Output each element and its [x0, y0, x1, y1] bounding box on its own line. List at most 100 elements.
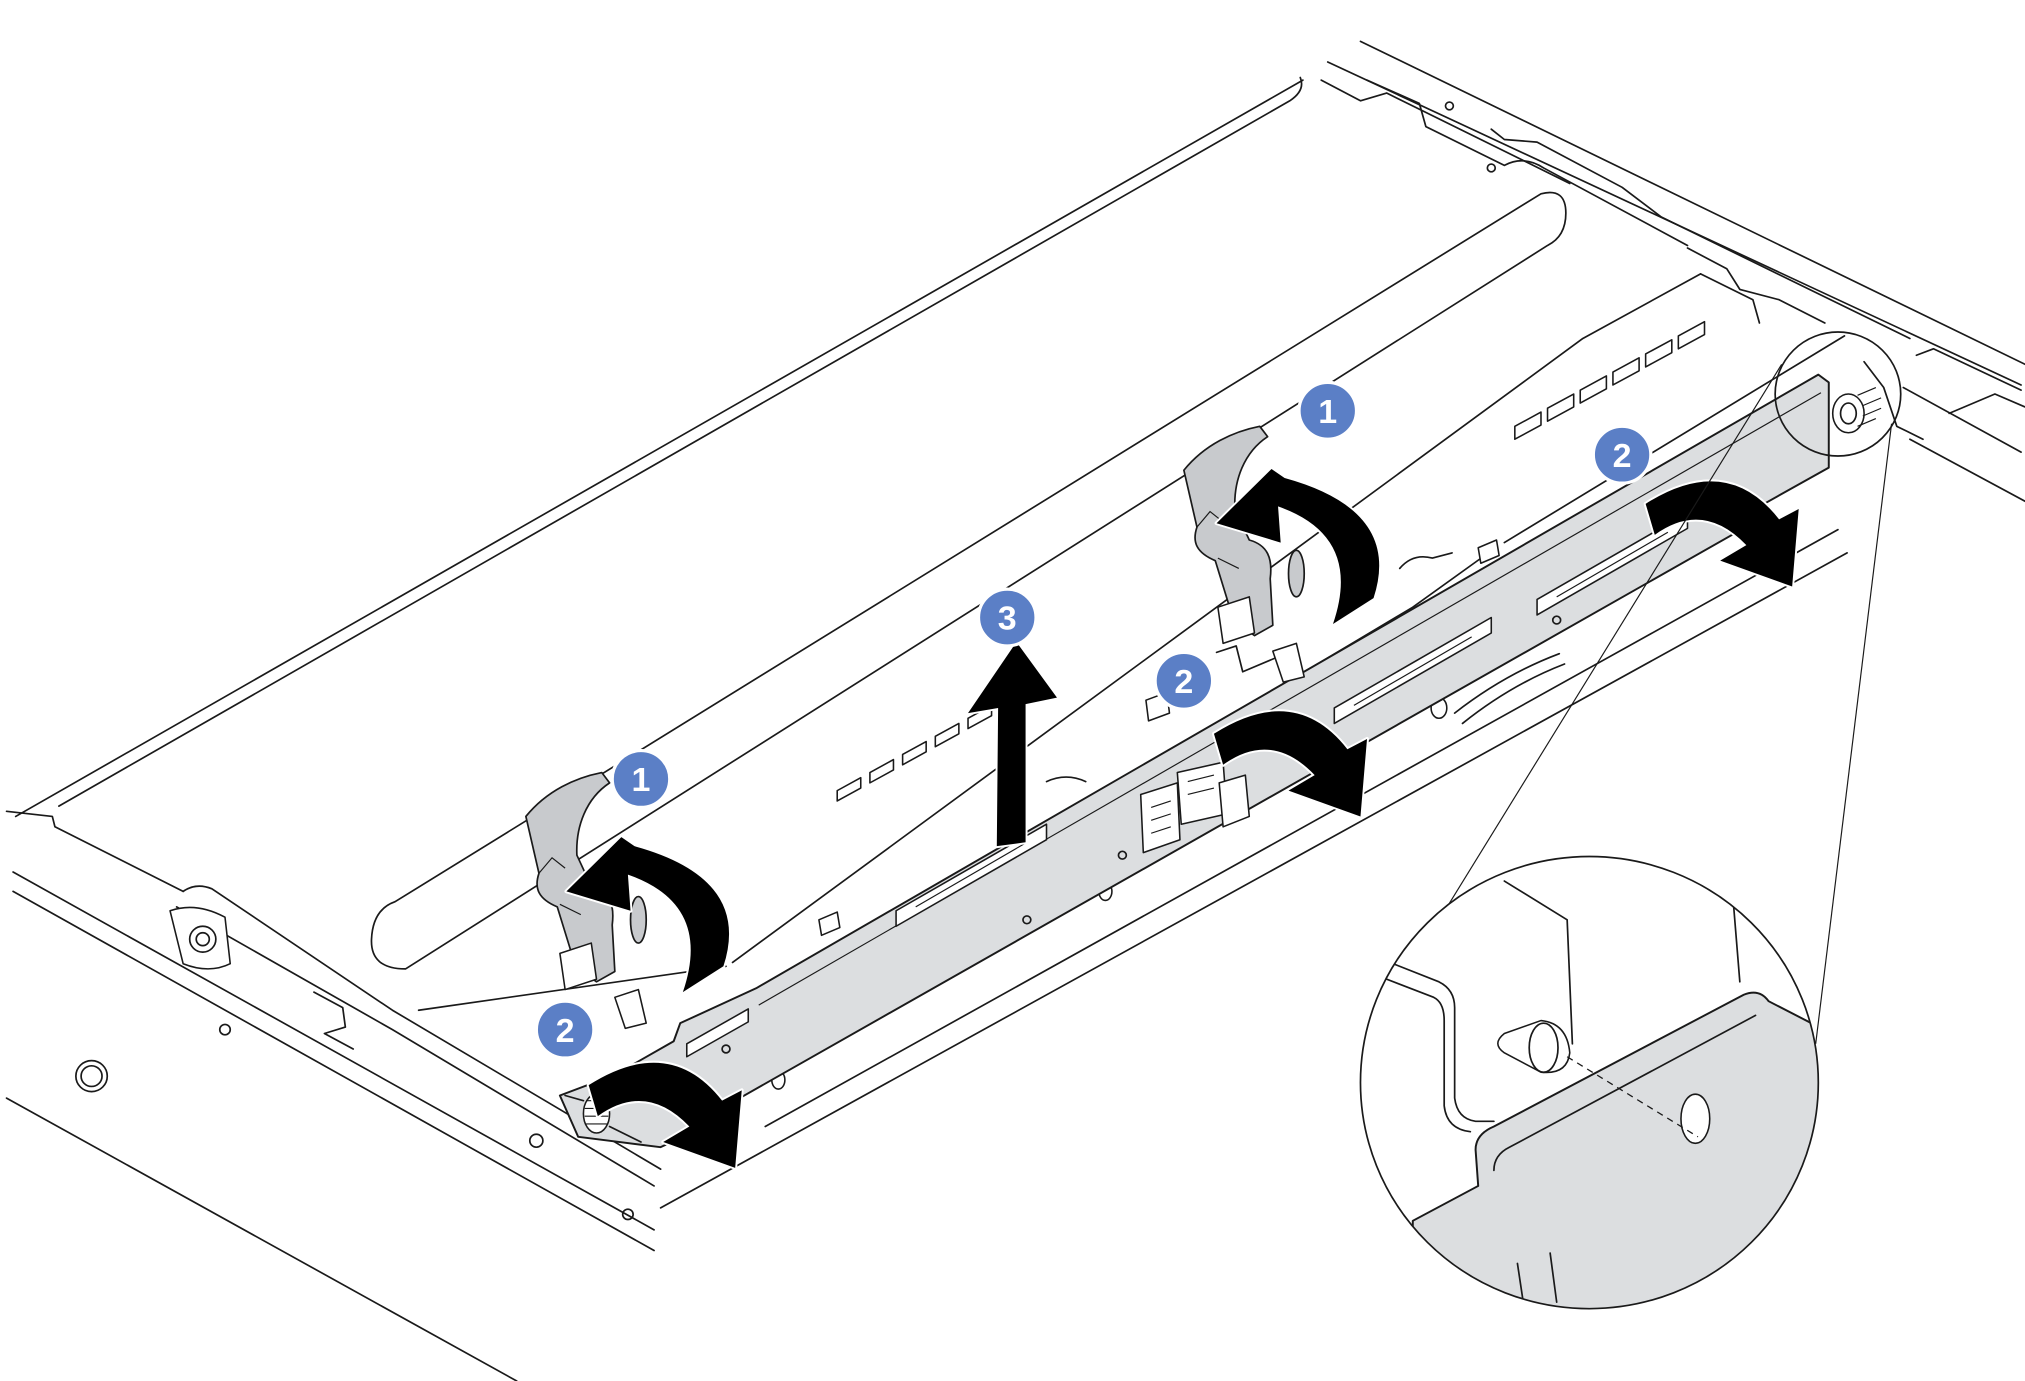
plunger-knob-inner [1839, 402, 1858, 425]
callout-badge [610, 748, 672, 810]
cage-tab [1477, 539, 1500, 565]
vent-slot [1579, 375, 1608, 404]
cage-clip [1045, 776, 1087, 783]
cage-channel [370, 191, 1567, 970]
drive-connector-slot [685, 1008, 750, 1058]
callout-badge [976, 587, 1038, 648]
callout-badge [534, 999, 596, 1060]
connector-body [1218, 774, 1251, 828]
release-arrow-middle [1211, 709, 1369, 819]
latch-detail [538, 856, 582, 916]
vent-slot [869, 758, 895, 784]
up-arrow-icon [966, 640, 1059, 849]
vent-slot [836, 776, 862, 802]
detail-alignment-line [1566, 1056, 1699, 1138]
chassis-top-inner-edge [58, 76, 1303, 807]
vent-row [836, 704, 993, 802]
cage-left-wall [175, 906, 655, 1187]
callout-release-left: 2 [534, 999, 596, 1060]
release-arrow-left [586, 1060, 744, 1170]
callout-number: 1 [632, 761, 651, 799]
chassis-bracket [169, 906, 232, 970]
vent-slot [1546, 393, 1575, 422]
cable [1453, 652, 1561, 714]
latch-clip [1272, 642, 1306, 683]
chassis-hole [621, 1208, 634, 1221]
detail-view [1360, 856, 1819, 1309]
rail-hole [1486, 163, 1497, 173]
plunger-right [1831, 387, 1882, 434]
vent-row [1514, 320, 1706, 441]
detail-magnifier [1359, 331, 1902, 1310]
signal-connector [1139, 761, 1251, 854]
curved-arrow-icon [586, 1060, 744, 1170]
detail-bracket-edge [1503, 880, 1574, 1045]
slot-detail [1353, 636, 1472, 706]
chassis-side-line [12, 871, 655, 1231]
latch-base [1217, 596, 1256, 645]
latch-left [525, 771, 648, 1030]
magnifier-leader-line [1815, 423, 1893, 1044]
magnifier-source-circle [1774, 331, 1902, 457]
callout-number: 2 [1613, 437, 1632, 475]
curved-arrow-icon [1214, 467, 1382, 626]
callout-badge [1591, 424, 1653, 485]
screw-hole [1117, 850, 1128, 860]
connector-pins [1187, 774, 1215, 796]
plunger-ridges [1857, 387, 1882, 427]
callout-latch-right: 1 [1297, 380, 1359, 441]
rail-hole [1444, 101, 1455, 111]
slot-detail [1556, 531, 1669, 598]
magnifier-circle [1359, 855, 1820, 1310]
backplane [558, 373, 1882, 1149]
chassis-side-line [12, 890, 655, 1252]
cable [1461, 663, 1566, 725]
latch-clip [614, 988, 648, 1030]
curved-arrow-icon [564, 835, 731, 995]
chassis-left-corner [5, 810, 184, 893]
detail-bracket-edge [1379, 957, 1495, 1123]
rail-line [1490, 128, 1911, 340]
chassis-button [75, 1059, 109, 1093]
screw-hole [721, 1044, 731, 1054]
rail-line [1915, 347, 2022, 391]
bracket-hole [188, 925, 217, 953]
callout-number: 1 [1318, 393, 1337, 431]
callout-number: 2 [556, 1012, 575, 1050]
chassis-button-inner [80, 1064, 103, 1088]
latch-right [1183, 425, 1306, 683]
screw-hole [1022, 915, 1032, 925]
rotate-arrow-latch-right [1214, 467, 1382, 626]
rotate-arrow-latch-left [564, 835, 731, 995]
detail-guide-pin-end [1528, 1022, 1559, 1074]
callout-release-middle: 2 [1153, 650, 1215, 711]
callout-number: 2 [1174, 663, 1193, 701]
detail-bracket-edge [1732, 900, 1741, 983]
chassis-slot [313, 991, 355, 1050]
bracket-hole-inner [195, 931, 211, 947]
vent-slot [1677, 320, 1706, 350]
vent-slot [1612, 357, 1640, 386]
callout-badge [1153, 650, 1215, 711]
latch-tab [629, 895, 648, 944]
rail-line [1909, 438, 2025, 503]
callout-number: 3 [998, 600, 1017, 638]
plunger-knob [1831, 393, 1865, 434]
rail-line [1948, 393, 2025, 415]
chassis-outline [5, 76, 1848, 1381]
callout-lift: 3 [976, 587, 1038, 648]
cage-inner-line [417, 965, 727, 1012]
cage-tab [818, 911, 841, 937]
cage-inner-line [1503, 335, 1846, 544]
cage-front-edge [659, 552, 1848, 1209]
detail-backplane-edge [1493, 1014, 1757, 1172]
rail-line [1320, 79, 1571, 185]
vent-slot [901, 740, 927, 766]
rail-line [1366, 79, 1689, 247]
latch-tab [1287, 549, 1306, 598]
chassis-top-edge [14, 79, 1304, 818]
rail-line [1699, 273, 1761, 324]
magnifier-leader-line [1386, 364, 1783, 1006]
curved-arrow-icon [1211, 709, 1369, 819]
vent-slot [1644, 338, 1673, 368]
